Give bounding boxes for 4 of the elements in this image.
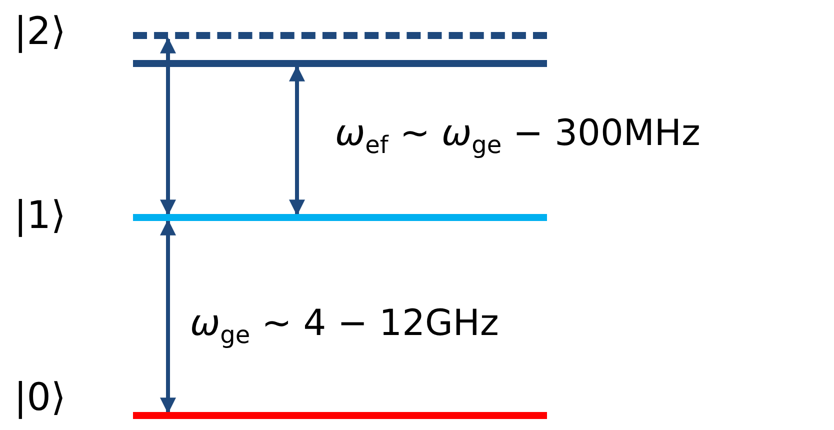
double-arrow <box>289 65 305 216</box>
dashed-energy-level-line <box>133 32 547 39</box>
double-arrow <box>160 219 176 414</box>
double-arrow <box>160 37 176 216</box>
